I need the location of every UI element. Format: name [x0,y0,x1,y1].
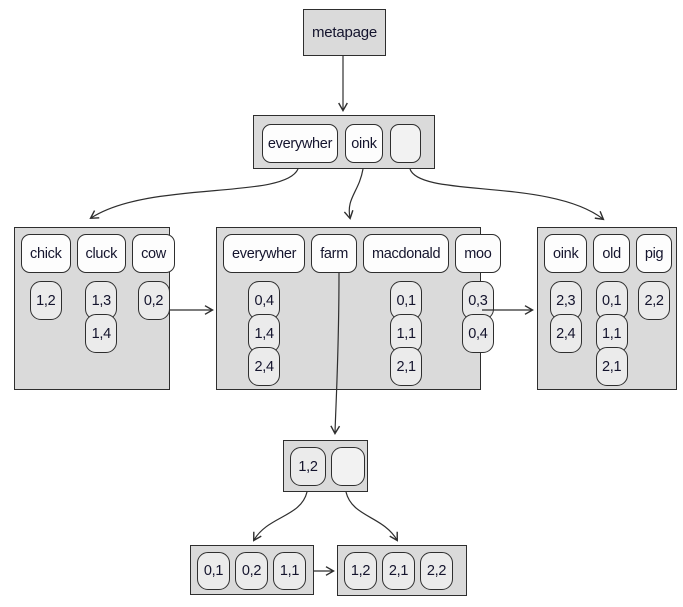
posting-value: 2,3 [549,281,582,320]
entry-page-left: chick 1,2 cluck 1,3 1,4 cow 0,2 [14,227,175,390]
posting-value: 0,1 [197,552,230,590]
entry-key: cluck [76,234,127,273]
posting-leaf-page-right: 1,2 2,1 2,2 [337,545,467,596]
posting-value: 2,2 [638,281,671,320]
entry-column-cow: cow 0,2 [132,234,175,320]
entry-column-oink: oink 2,3 2,4 [544,234,588,353]
entry-page-right: oink 2,3 2,4 old 0,1 1,1 2,1 pig 2,2 [537,227,677,390]
posting-value: 0,4 [461,314,494,353]
entry-column-everywher: everywher 0,4 1,4 2,4 [223,234,306,386]
arrow-posting-to-leaf-left [253,491,308,542]
entry-key: old [593,234,630,273]
entry-column-macdonald: macdonald 0,1 1,1 2,1 [363,234,450,386]
posting-leaf-page-left: 0,1 0,2 1,1 [190,545,314,595]
posting-value: 2,1 [382,552,415,590]
entry-key: chick [21,234,71,273]
posting-value: 1,4 [248,314,281,353]
entry-column-cluck: cluck 1,3 1,4 [76,234,127,353]
posting-value: 2,1 [595,347,628,386]
arrow-root-to-entry-page-left [89,168,299,220]
posting-value: 2,1 [390,347,423,386]
arrow-root-to-entry-page-right [409,168,605,221]
posting-value: 2,4 [549,314,582,353]
entry-column-chick: chick 1,2 [21,234,71,320]
entry-column-old: old 0,1 1,1 2,1 [593,234,630,386]
posting-value: 0,1 [390,281,423,320]
posting-tree-root-page: 1,2 [283,440,368,492]
entry-key: farm [311,234,357,273]
posting-value: 1,2 [29,281,62,320]
entry-column-pig: pig 2,2 [635,234,673,320]
entry-key: moo [455,234,501,273]
entry-key: macdonald [363,234,450,273]
arrow-posting-to-leaf-right [345,491,398,542]
entry-key: cow [132,234,175,273]
posting-value: 1,2 [344,552,377,590]
posting-value: 1,1 [273,552,306,590]
posting-value: 1,1 [595,314,628,353]
posting-value: 0,1 [595,281,628,320]
arrow-root-to-entry-page-middle [343,168,364,220]
posting-value: 0,4 [248,281,281,320]
entry-tree-root-page: everywher oink [253,115,435,169]
posting-value: 2,4 [248,347,281,386]
entry-key: pig [635,234,673,273]
posting-value: 1,2 [290,447,326,486]
posting-value: 0,2 [137,281,170,320]
posting-entry-empty [331,447,365,486]
posting-value: 1,4 [85,314,118,353]
posting-value: 0,3 [461,281,494,320]
root-entry-oink: oink [345,124,383,163]
metapage-box: metapage [303,9,386,56]
entry-column-moo: moo 0,3 0,4 [455,234,501,353]
posting-value: 2,2 [420,552,453,590]
entry-column-farm: farm [311,234,357,273]
posting-value: 0,2 [235,552,268,590]
root-entry-empty [390,124,421,163]
entry-page-middle: everywher 0,4 1,4 2,4 farm macdonald 0,1… [216,227,501,390]
entry-key: everywher [223,234,306,273]
entry-key: oink [544,234,588,273]
root-entry-everywher: everywher [262,124,338,163]
